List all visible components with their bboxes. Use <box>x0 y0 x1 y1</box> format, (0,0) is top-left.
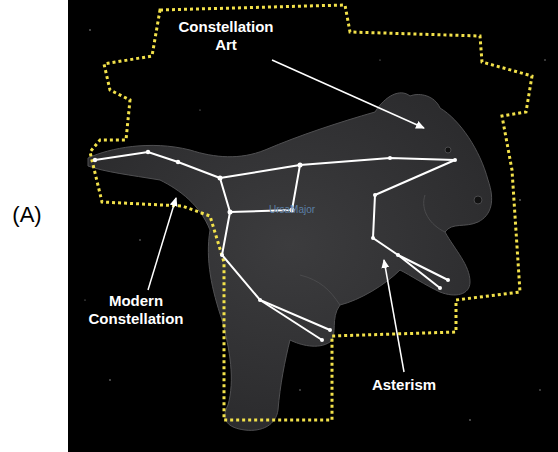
panel-label: (A) <box>2 202 52 228</box>
bear-silhouette <box>88 93 492 430</box>
night-sky <box>68 0 558 452</box>
bear-detail <box>300 147 482 305</box>
leader-arrows <box>148 60 424 372</box>
constellation-name: UrsaMajor <box>257 204 327 216</box>
callout-label: Constellation Art <box>166 18 286 54</box>
callout-label: Modern Constellation <box>76 292 196 328</box>
callout-label: Asterism <box>359 376 449 394</box>
modern-constellation-boundary <box>90 5 532 420</box>
